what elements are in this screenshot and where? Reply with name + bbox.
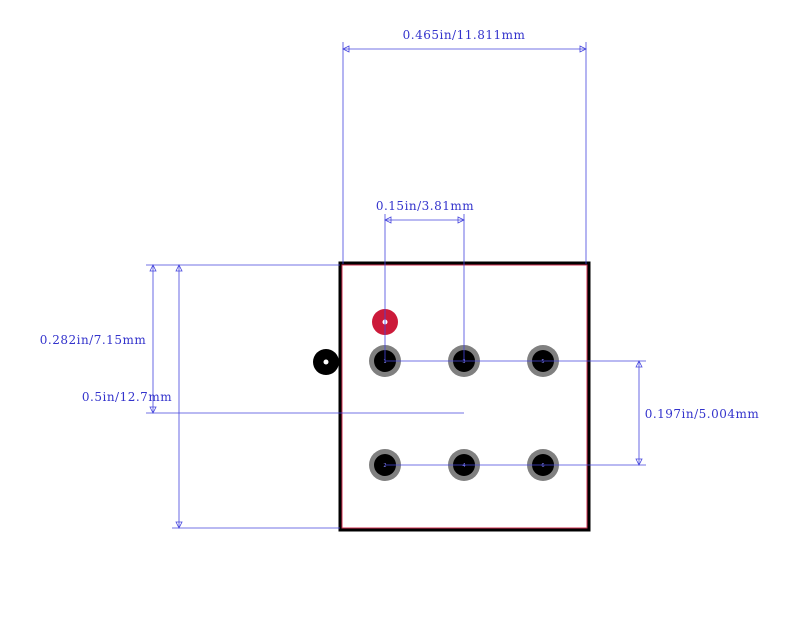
silkscreen-outline <box>338 261 591 532</box>
dimension-overall-height <box>172 264 340 529</box>
pin-label-2: 2 <box>383 463 386 469</box>
label-pin1-offset: 0.282in/7.15mm <box>40 333 147 347</box>
pin-label-1: 1 <box>383 359 386 365</box>
label-row-spacing: 0.197in/5.004mm <box>645 407 760 421</box>
pin-label-6: 6 <box>541 463 544 469</box>
courtyard-outline <box>341 264 588 529</box>
label-overall-height: 0.5in/12.7mm <box>82 390 172 404</box>
pin-label-3: 3 <box>462 359 465 365</box>
dimension-pin1-offset <box>146 264 464 414</box>
pin-label-4: 4 <box>462 463 465 469</box>
pin1-indicator-dot-center <box>323 359 329 365</box>
dimension-row-spacing <box>635 360 643 466</box>
label-pin-pitch: 0.15in/3.81mm <box>376 199 474 213</box>
dimension-pin-pitch <box>384 214 465 361</box>
label-overall-width: 0.465in/11.811mm <box>403 28 526 42</box>
pin-label-5: 5 <box>541 359 544 365</box>
dimension-overall-width <box>342 42 587 264</box>
